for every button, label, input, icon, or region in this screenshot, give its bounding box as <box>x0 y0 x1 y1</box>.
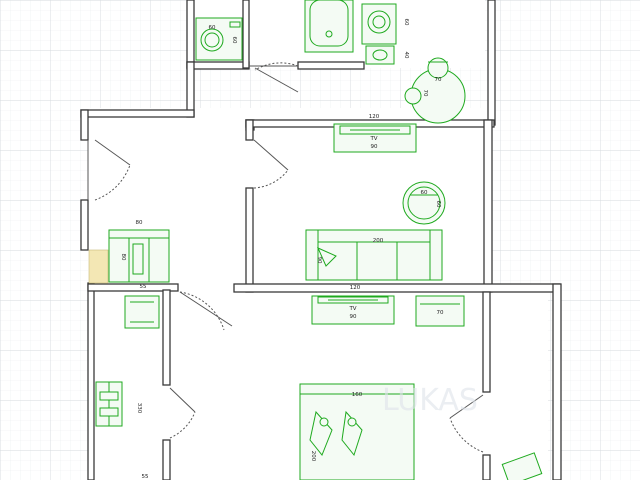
furniture <box>95 0 543 485</box>
armchair <box>501 452 543 485</box>
shoe-cabinet <box>124 295 160 329</box>
tv-lower-width-label: 90 <box>350 314 357 320</box>
bed-length-label: 200 <box>310 451 316 462</box>
desk <box>415 295 465 327</box>
wall-bath-bottom-left <box>186 61 250 70</box>
sink-dim-b-label: 40 <box>403 52 409 59</box>
desk-width-label: 70 <box>437 310 444 316</box>
wardrobe <box>108 229 170 283</box>
wall-left-mid <box>80 199 89 251</box>
wall-bath-left <box>186 0 195 69</box>
wall-bedroom-right <box>482 291 491 393</box>
wall-living-left-top <box>245 119 254 141</box>
sofa-depth-label: 90 <box>316 257 322 264</box>
washing-machine <box>195 17 243 61</box>
wall-bedroom-right-low <box>482 454 491 481</box>
wall-balcony-right <box>552 283 562 481</box>
bottom-gap-label: 55 <box>142 474 149 480</box>
double-bed <box>299 383 415 481</box>
yellow-panel <box>88 249 109 284</box>
corridor-length-label: 330 <box>136 403 142 414</box>
stool-depth-label: 60 <box>435 201 441 208</box>
door-hall <box>87 139 131 201</box>
tv-upper-label: TV <box>369 136 377 142</box>
wardrobe-depth-label: 80 <box>120 254 126 261</box>
mid-wall-label: 120 <box>350 285 361 291</box>
tv-upper <box>333 123 417 153</box>
bathtub <box>304 0 354 53</box>
hall-width-label: 120 <box>369 114 380 120</box>
door-living <box>253 139 289 189</box>
tv-lower <box>311 295 395 325</box>
tv-upper-width-label: 90 <box>371 144 378 150</box>
wall-bath-right <box>487 0 496 126</box>
wall-middle-right <box>233 283 561 293</box>
door-corridor-top <box>179 291 233 331</box>
wall-bath-inner <box>242 0 250 69</box>
corridor-unit <box>95 381 123 427</box>
wall-middle-left <box>87 283 179 292</box>
wall-left-upper <box>80 109 89 141</box>
sofa <box>305 229 443 281</box>
wall-left-lower <box>87 282 95 481</box>
doors <box>87 62 484 453</box>
round-stool <box>402 181 446 225</box>
dimension-labels: 60 60 60 40 70 70 120 TV 90 60 60 200 90… <box>120 19 444 481</box>
door-bedroom-right <box>449 394 484 453</box>
door-bath <box>249 62 299 93</box>
washer-width-label: 60 <box>209 25 216 31</box>
wall-corridor-low <box>162 439 171 481</box>
watermark: LUKAS <box>382 383 478 418</box>
table-dim-label: 70 <box>435 77 442 83</box>
wall-corridor <box>162 289 171 386</box>
dining-table <box>404 57 466 124</box>
bed-width-label: 160 <box>352 392 363 398</box>
sofa-width-label: 200 <box>373 238 384 244</box>
tv-lower-label: TV <box>348 306 356 312</box>
stool-dim-label: 60 <box>421 190 428 196</box>
wardrobe-gap-label: 55 <box>140 284 147 290</box>
sink <box>361 3 397 45</box>
wall-step-vertical <box>186 61 195 118</box>
door-corridor-side <box>169 387 196 439</box>
toilet <box>365 45 395 65</box>
sink-dim-a-label: 60 <box>403 19 409 26</box>
wall-step-horizontal <box>80 109 195 118</box>
wall-bath-bottom-right <box>297 61 365 70</box>
table-depth-label: 70 <box>422 90 428 97</box>
wall-living-left <box>245 187 254 293</box>
wardrobe-width-label: 80 <box>136 220 143 226</box>
wall-living-right <box>483 119 493 293</box>
washer-height-label: 60 <box>231 37 237 44</box>
